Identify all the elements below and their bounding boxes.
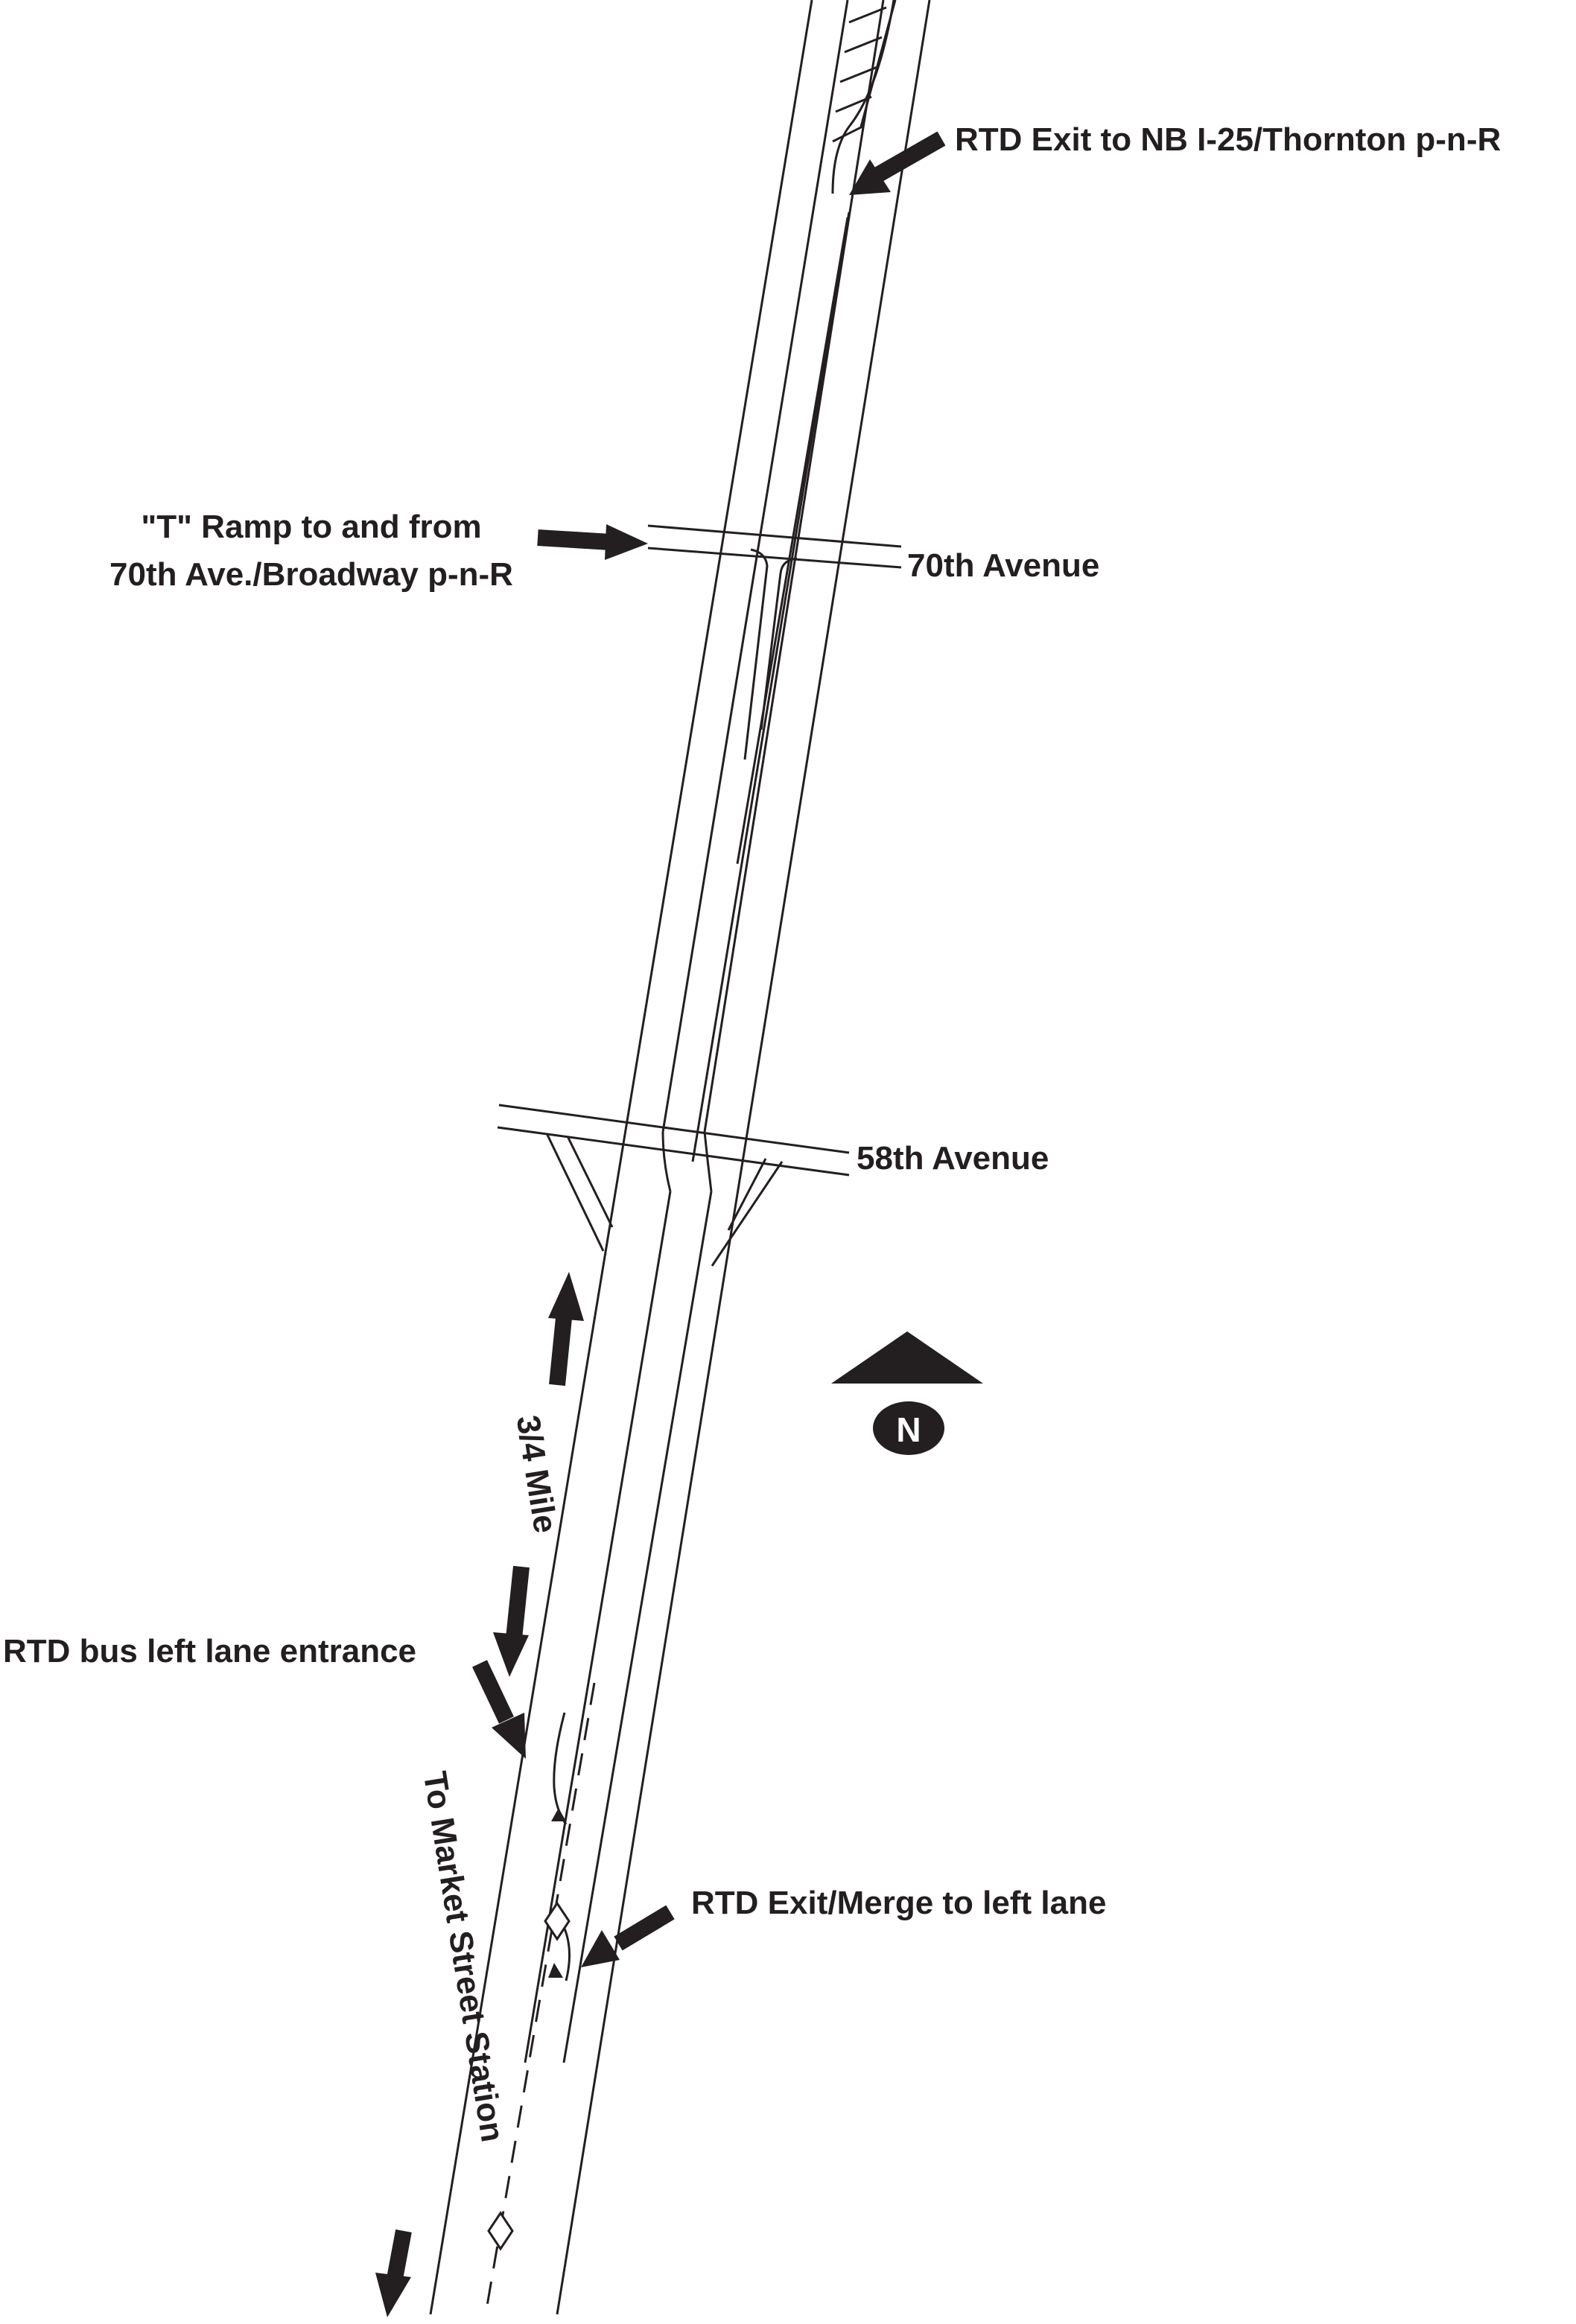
arrow-distance-north	[548, 1272, 584, 1387]
label-58th-avenue: 58th Avenue	[857, 1140, 1049, 1177]
arrow-bus-entrance	[472, 1660, 526, 1759]
t-ramp	[743, 548, 798, 760]
hatch-4	[835, 95, 872, 113]
merge-curve	[563, 1928, 571, 1981]
highway-edges	[429, 0, 931, 2315]
label-t-ramp-line1: "T" Ramp to and from	[141, 509, 481, 545]
70th-avenue-road	[647, 524, 902, 569]
hatch-5	[832, 125, 863, 143]
lane-line-3	[691, 211, 851, 1162]
label-rtd-exit-merge: RTD Exit/Merge to left lane	[691, 1885, 1106, 1921]
median-line-1	[661, 0, 849, 1133]
label-rtd-bus-left-lane: RTD bus left lane entrance	[3, 1633, 416, 1669]
median-merge-north	[661, 1131, 672, 1192]
north-arrow-triangle	[831, 1331, 983, 1384]
label-70th-avenue: 70th Avenue	[907, 547, 1099, 584]
58th-ramps	[545, 1133, 784, 1267]
label-t-ramp-line2: 70th Ave./Broadway p-n-R	[109, 556, 513, 593]
hatch-1	[848, 6, 887, 24]
arrow-t-ramp	[537, 524, 648, 560]
arrow-to-market-street	[375, 2229, 412, 2317]
hatch-3	[839, 66, 878, 83]
diamond-marker-1	[544, 1901, 571, 1941]
east-ramp	[711, 1158, 784, 1267]
north-arrow: N	[831, 1331, 983, 1455]
label-distance: 3/4 Mile	[509, 1413, 564, 1535]
median-merge-south	[703, 1131, 713, 1192]
label-to-market-street: To Market Street Station	[416, 1769, 511, 2145]
merge-arrowhead-1	[551, 1808, 566, 1821]
west-ramp	[545, 1133, 614, 1252]
lane-line-5	[736, 217, 849, 865]
label-rtd-exit-thornton: RTD Exit to NB I-25/Thornton p-n-R	[955, 121, 1501, 158]
bus-entrance-curve	[553, 1712, 568, 1825]
exit-ramp-curve	[831, 0, 895, 194]
arrow-distance-south	[493, 1565, 530, 1677]
median-line-2-south	[562, 1191, 713, 2063]
highway-west-edge	[429, 0, 813, 2315]
hatch-2	[844, 36, 883, 54]
median-line-2	[703, 0, 885, 1133]
lane-lines	[524, 0, 897, 2063]
thornton-exit-ramp	[831, 0, 895, 194]
diamond-marker-2	[487, 2211, 514, 2251]
merge-arrowhead-2	[548, 1963, 563, 1978]
58th-avenue-road	[497, 1104, 850, 1177]
north-letter: N	[896, 1410, 921, 1449]
arrow-thornton-exit	[849, 131, 946, 195]
north-badge	[873, 1401, 944, 1455]
arrow-exit-merge	[581, 1905, 675, 1967]
highway-east-edge	[556, 0, 931, 2315]
